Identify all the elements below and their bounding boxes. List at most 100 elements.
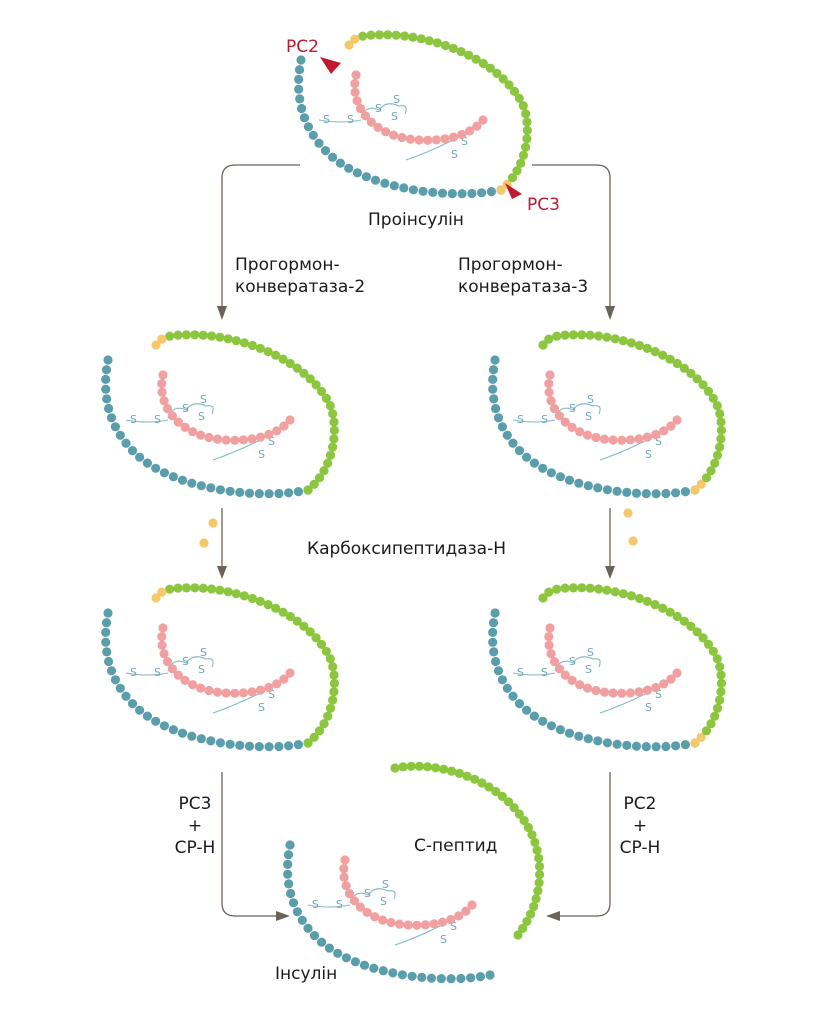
b-chain-residue (159, 721, 169, 731)
free-c-peptide-residue (523, 822, 534, 833)
sulfur-label: S (258, 701, 265, 714)
b-chain-residue (538, 716, 548, 726)
b-chain-residue (486, 187, 496, 197)
b-chain-residue (583, 734, 593, 744)
free-c-peptide-residue (470, 774, 480, 784)
released-residue (208, 518, 218, 528)
c-peptide-residue (679, 616, 689, 626)
mol-low-right-disulfide-bond (554, 656, 601, 672)
a-chain-residue (238, 435, 248, 445)
b-chain-residue (135, 705, 145, 715)
a-chain-residue (158, 623, 168, 633)
a-chain-residue (272, 426, 282, 436)
b-chain-residue (446, 974, 456, 984)
b-chain-residue (408, 185, 418, 195)
a-chain-residue (247, 434, 257, 444)
sulfur-label: S (323, 113, 330, 126)
c-peptide-residue (278, 354, 288, 364)
c-peptide-residue (716, 678, 727, 689)
b-chain-residue (297, 915, 307, 925)
a-chain-residue (167, 664, 177, 674)
c-peptide-residue (492, 68, 502, 78)
a-chain-residue (279, 421, 289, 431)
b-chain-residue (488, 384, 498, 394)
c-peptide-residue (594, 584, 604, 594)
sulfur-label: S (364, 887, 371, 900)
a-chain-residue (651, 682, 661, 693)
free-c-peptide-residue (497, 791, 507, 802)
b-chain-residue (447, 189, 457, 199)
basic-residue (690, 738, 700, 748)
a-chain-residue (264, 429, 274, 440)
c-peptide-residue (658, 350, 668, 360)
b-chain-residue (299, 113, 310, 123)
b-chain-residue (206, 736, 216, 746)
b-chain-residue (651, 742, 661, 752)
c-peptide-residue (538, 340, 548, 350)
c-peptide-residue (314, 473, 325, 483)
b-chain-residue (417, 972, 427, 983)
a-chain-residue (437, 917, 448, 927)
a-chain-residue (264, 682, 274, 693)
c-peptide-residue (303, 738, 313, 748)
a-chain-residue (575, 680, 585, 690)
a-chain-residue (158, 370, 168, 380)
a-chain-residue (344, 889, 355, 899)
sulfur-label: S (182, 655, 189, 668)
b-chain-residue (101, 374, 111, 384)
c-peptide-residue (706, 719, 716, 729)
b-chain-residue (286, 888, 296, 899)
a-chain-residue (255, 432, 266, 442)
sulfur-label: S (541, 666, 548, 679)
c-peptide-residue (328, 442, 338, 452)
a-chain-residue (352, 96, 362, 106)
b-chain-residue (104, 656, 114, 667)
c-peptide-residue (686, 368, 696, 378)
b-chain-residue (102, 647, 112, 657)
sulfur-label: S (587, 393, 594, 406)
a-chain-residue (221, 435, 231, 445)
a-chain-residue (549, 404, 560, 414)
pc3-cleavage-marker (505, 183, 522, 199)
mol-low-right-disulfide-bond (512, 672, 556, 676)
a-chain-residue (472, 121, 482, 131)
a-chain-residue (659, 679, 669, 689)
b-chain-residue (522, 705, 532, 715)
c-peptide-residue (309, 479, 319, 489)
c-peptide-residue (329, 687, 339, 697)
b-chain-residue (121, 691, 131, 701)
sulfur-label: S (655, 688, 662, 701)
b-chain-residue (488, 618, 499, 628)
c-peptide-residue (518, 101, 528, 111)
free-c-peptide-residue (406, 761, 416, 771)
b-chain-residue (235, 740, 245, 751)
b-chain-residue (283, 859, 293, 870)
a-chain-residue (465, 126, 475, 136)
pc2-site-label: PC2 (286, 37, 319, 57)
b-chain-residue (115, 683, 125, 693)
mol-top-disulfide-bond (360, 103, 407, 119)
left-step-enzymes-line: PC3 (179, 794, 212, 814)
c-peptide-residue (173, 583, 183, 593)
b-chain-residue (328, 152, 338, 162)
a-chain-residue (642, 432, 653, 442)
free-c-peptide-residue (414, 761, 424, 771)
b-chain-residue (389, 181, 399, 191)
c-peptide-residue (314, 726, 325, 736)
free-c-peptide-residue (477, 778, 487, 788)
a-chain-residue (642, 685, 653, 695)
free-c-peptide-residue (530, 837, 540, 848)
a-chain-residue (591, 685, 601, 696)
a-chain-residue (625, 688, 636, 698)
b-chain-residue (264, 489, 274, 499)
c-peptide-residue (231, 589, 241, 599)
b-chain-residue (159, 468, 169, 478)
c-peptide-residue (710, 711, 720, 721)
b-chain-residue (426, 973, 437, 983)
free-c-peptide-residue (491, 786, 501, 797)
b-chain-residue (308, 130, 318, 140)
c-peptide-residue (247, 593, 258, 604)
